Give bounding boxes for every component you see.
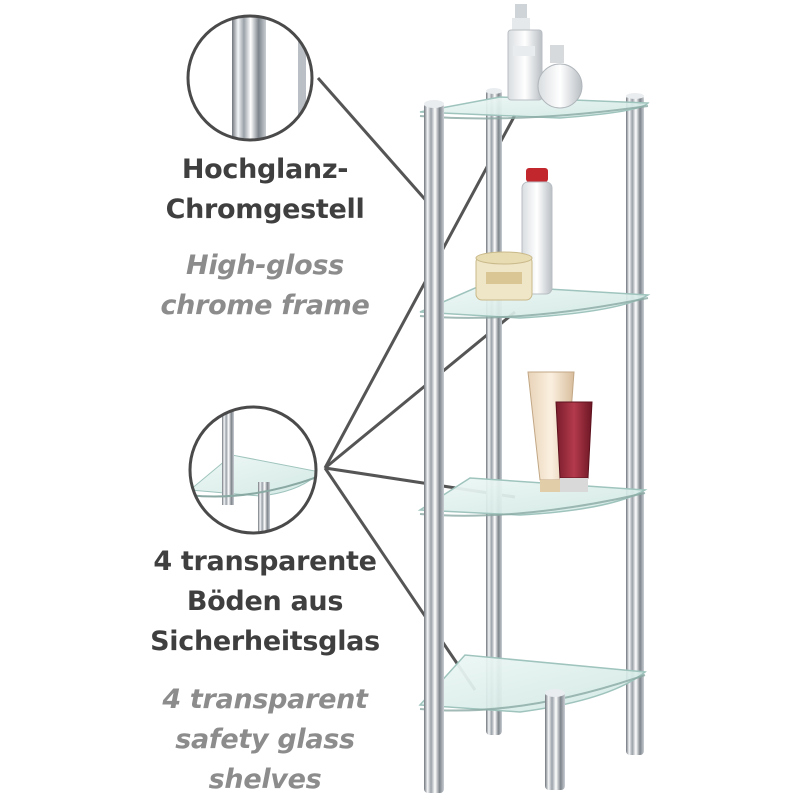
front-bottom-foot bbox=[545, 692, 565, 790]
frame-label-english: High-gloss chrome frame bbox=[85, 246, 445, 326]
shelves-label-german-line1: 4 transparente bbox=[153, 546, 377, 577]
front-left-post bbox=[424, 103, 444, 793]
shelves-label-english-line1: 4 transparent bbox=[162, 684, 368, 715]
frame-label-german-line2: Chromgestell bbox=[165, 194, 365, 225]
glass-shelf-4 bbox=[418, 654, 647, 713]
shelves-label-english: 4 transparent safety glass shelves bbox=[85, 680, 445, 800]
cream-tube-red bbox=[555, 401, 593, 492]
perfume-bottle-round bbox=[537, 45, 583, 109]
frame-label-german: Hochglanz- Chromgestell bbox=[85, 150, 445, 230]
shelf-frame bbox=[486, 90, 644, 755]
callout-lines bbox=[316, 77, 517, 691]
zoom-glass-detail bbox=[188, 405, 318, 535]
shelves-label-german-line3: Sicherheitsglas bbox=[150, 626, 380, 657]
shelf-front-posts bbox=[424, 88, 644, 793]
perfume-bottle-large bbox=[507, 4, 543, 101]
glass-shelf-3 bbox=[417, 477, 648, 516]
shelves-label-german: 4 transparente Böden aus Sicherheitsglas bbox=[85, 542, 445, 662]
right-post bbox=[626, 95, 644, 755]
cream-jar bbox=[475, 251, 533, 301]
shelves-label-english-line2: safety glass bbox=[175, 724, 355, 755]
frame-label-english-line2: chrome frame bbox=[160, 290, 370, 321]
shelves-label-german-line2: Böden aus bbox=[186, 586, 344, 617]
frame-label-english-line1: High-gloss bbox=[186, 250, 344, 281]
rear-post bbox=[486, 90, 502, 735]
frame-label-german-line1: Hochglanz- bbox=[181, 154, 349, 185]
shelves-label-english-line3: shelves bbox=[208, 764, 322, 795]
zoom-chrome-detail bbox=[186, 14, 314, 142]
